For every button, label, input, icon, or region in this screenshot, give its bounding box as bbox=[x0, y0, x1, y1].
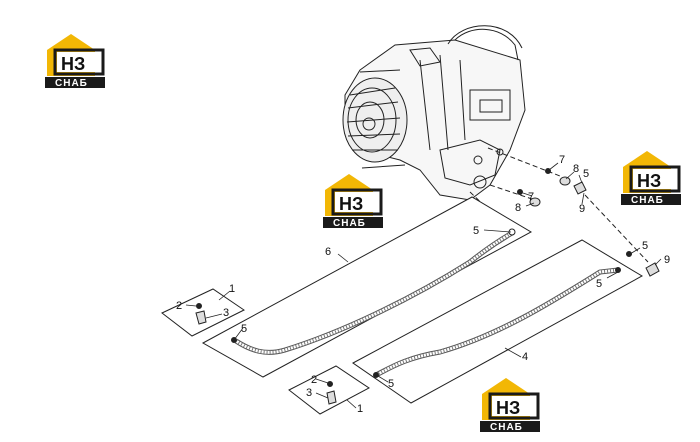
callout-8-lower: 8 bbox=[515, 202, 521, 214]
fittings-subpanels bbox=[195, 303, 337, 405]
hose-6-panel bbox=[201, 196, 533, 378]
logo-letters: НЗ bbox=[637, 171, 661, 191]
callout-3-upper: 3 bbox=[223, 307, 229, 319]
callout-5-upper: 5 bbox=[583, 168, 589, 180]
callout-2-lower: 2 bbox=[311, 374, 317, 386]
callout-5-hose6-right: 5 bbox=[473, 225, 479, 237]
transmission-housing bbox=[342, 25, 526, 201]
callout-8-upper: 8 bbox=[573, 163, 579, 175]
callout-5-hose4-left: 5 bbox=[388, 378, 394, 390]
callout-5-hose4-right: 5 bbox=[596, 278, 602, 290]
callout-6: 6 bbox=[325, 246, 331, 258]
logo-letters: НЗ bbox=[339, 194, 363, 214]
callout-4: 4 bbox=[522, 351, 528, 363]
callout-5-hose6-left: 5 bbox=[241, 323, 247, 335]
watermark-logo-middle: НЗ СНАБ bbox=[323, 174, 383, 229]
callout-7-upper: 7 bbox=[559, 154, 565, 166]
callout-1-upper: 1 bbox=[229, 283, 235, 295]
callout-5-right: 5 bbox=[642, 240, 648, 252]
callout-1-lower: 1 bbox=[357, 403, 363, 415]
logo-letters: НЗ bbox=[61, 54, 85, 74]
watermark-logo-right: НЗ СНАБ bbox=[621, 151, 681, 206]
logo-caption: СНАБ bbox=[490, 422, 523, 433]
callout-9-right: 9 bbox=[664, 254, 670, 266]
fitting-subpanel-lower bbox=[288, 365, 370, 415]
callout-9-upper: 9 bbox=[579, 203, 585, 215]
logo-letters: НЗ bbox=[496, 398, 520, 418]
logo-caption: СНАБ bbox=[631, 195, 664, 206]
logo-caption: СНАБ bbox=[55, 78, 88, 89]
callout-labels: 1 2 3 5 6 5 7 8 5 7 8 9 5 9 5 4 5 2 3 1 bbox=[176, 154, 670, 415]
callout-3-lower: 3 bbox=[306, 387, 312, 399]
logo-caption: СНАБ bbox=[333, 218, 366, 229]
callout-leaders bbox=[185, 162, 662, 409]
hose-4-panel bbox=[352, 239, 644, 404]
watermark-logo-bottom: НЗ СНАБ bbox=[480, 378, 540, 433]
callout-7-lower: 7 bbox=[528, 191, 534, 203]
callout-2-upper: 2 bbox=[176, 300, 182, 312]
fittings-upper bbox=[517, 168, 660, 277]
hose-4 bbox=[373, 267, 621, 378]
watermark-logo-top-left: НЗ СНАБ bbox=[45, 34, 105, 89]
